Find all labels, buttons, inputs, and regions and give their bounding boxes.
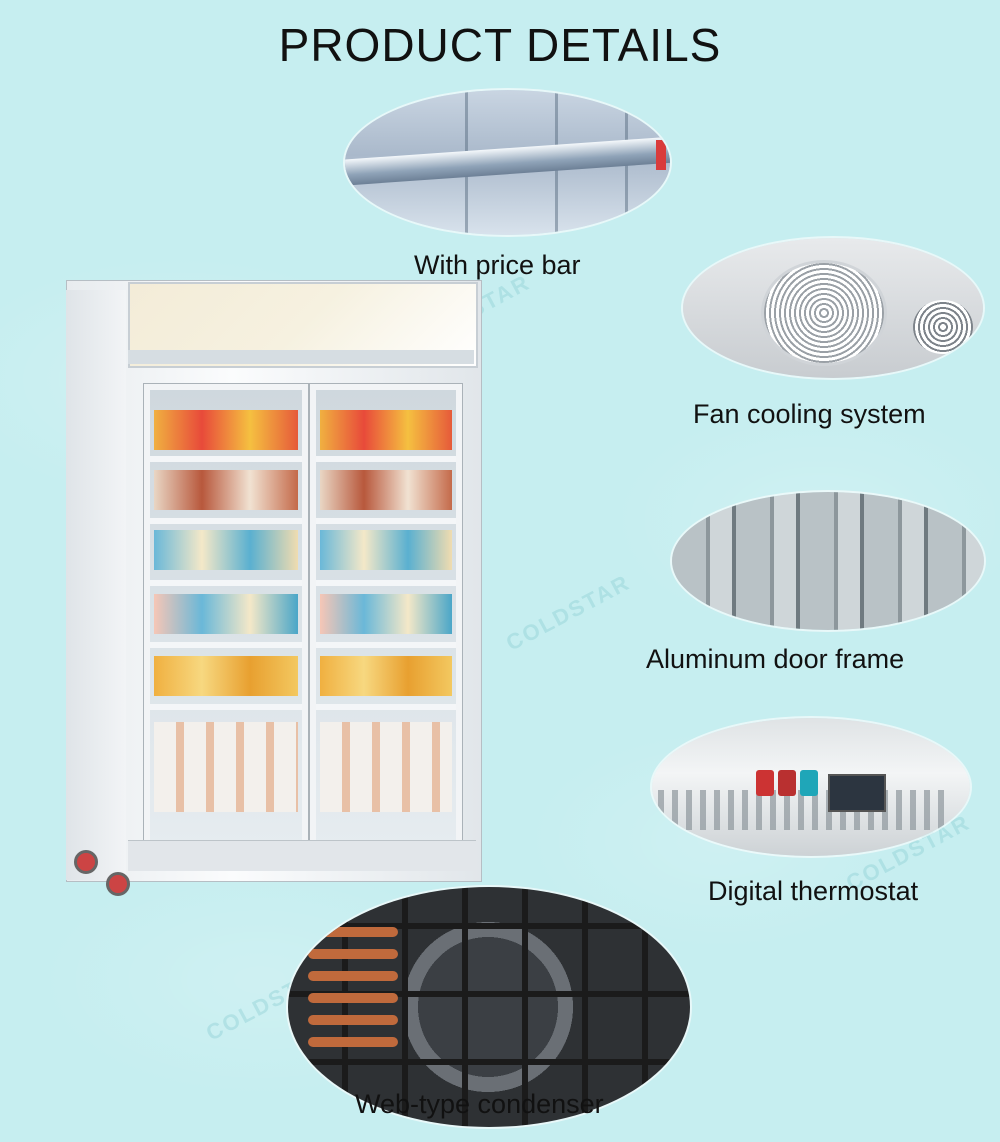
caption-door-frame: Aluminum door frame — [646, 644, 905, 674]
page-title: PRODUCT DETAILS — [278, 19, 722, 71]
price-bar — [345, 135, 670, 187]
fridge-door-right — [310, 384, 462, 856]
caption-fan-cooling: Fan cooling system — [693, 399, 926, 429]
fan-photo — [683, 238, 983, 378]
price-bar-photo — [345, 90, 670, 235]
caption-thermostat: Digital thermostat — [708, 876, 919, 906]
switch-icon — [756, 770, 774, 796]
caption-price-bar: With price bar — [414, 250, 581, 280]
fan-icon — [761, 260, 887, 366]
wheel-icon — [106, 872, 130, 896]
thermostat-display — [828, 774, 886, 812]
condenser-photo — [288, 887, 690, 1127]
fridge-door-left — [144, 384, 308, 856]
fan-icon — [913, 300, 973, 354]
switch-icon — [800, 770, 818, 796]
caption-condenser: Web-type condenser — [355, 1089, 604, 1119]
wheel-icon — [74, 850, 98, 874]
switch-icon — [778, 770, 796, 796]
door-frame-photo — [672, 492, 984, 630]
thermostat-photo — [652, 718, 970, 856]
price-tag — [656, 140, 666, 170]
fridge-image — [66, 280, 482, 900]
